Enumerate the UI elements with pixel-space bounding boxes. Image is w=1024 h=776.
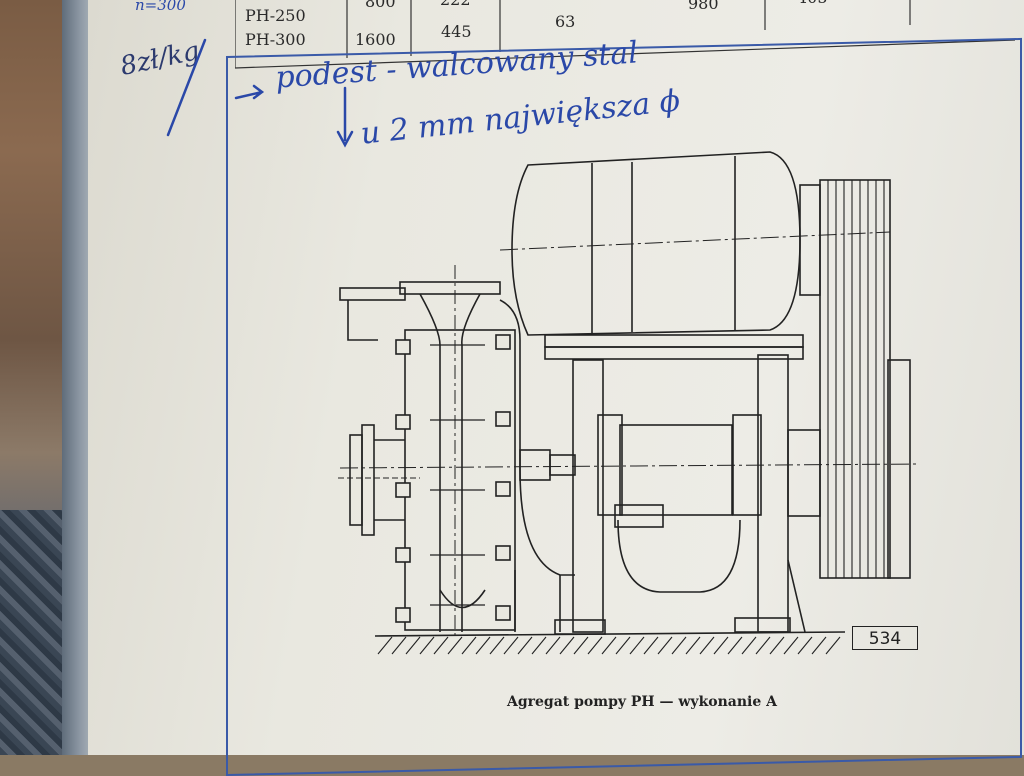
table-cell-model-2: PH-300 [245,30,306,49]
table-cell-c4-1: 980 [688,0,719,13]
figure-caption: Agregat pompy PH — wykonanie A [507,694,777,710]
table-cell-c1-1: 800 [365,0,396,11]
handwriting-margin: n=300 [135,0,186,14]
table-cell-model-1: PH-250 [245,6,306,25]
spec-table: PH-250 800 222 980 405 PH-300 1600 445 6… [235,0,1024,70]
table-cell-c3-2: 63 [555,12,576,31]
figure-number: 534 [852,626,918,650]
table-cell-c5-1: 405 [797,0,828,7]
table-grid [235,0,1016,69]
table-cell-c2-2: 445 [441,22,472,41]
book-spine [62,0,92,755]
table-cell-c1-2: 1600 [355,30,396,49]
pump-unit-drawing [338,151,921,655]
table-cell-c2-1: 222 [440,0,471,9]
fabric-background [0,510,70,755]
